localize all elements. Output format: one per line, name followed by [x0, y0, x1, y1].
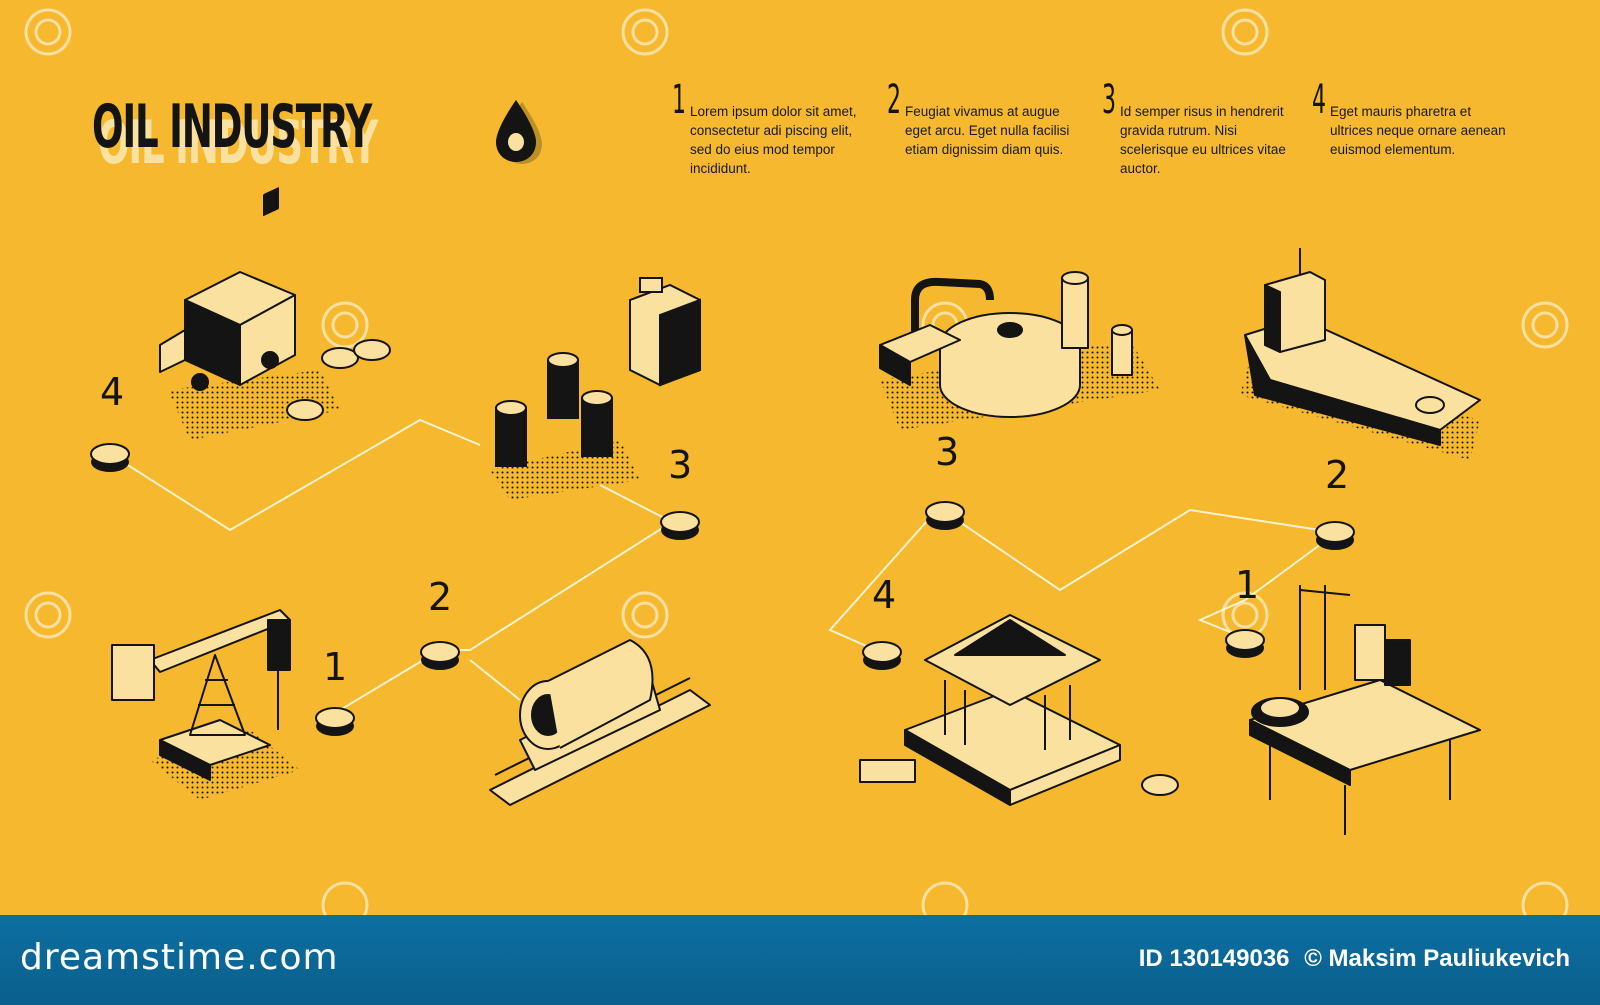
legend-step-number: 2	[887, 77, 901, 123]
left-node-1	[315, 707, 355, 736]
title-block: OIL INDUSTRY OIL INDUSTRY	[92, 92, 542, 178]
left-node-4-number: 4	[100, 370, 124, 414]
right-node-3-number: 3	[935, 430, 959, 474]
oil-drop-icon	[496, 100, 542, 164]
rail-tank-car-icon	[489, 639, 711, 806]
right-node-2-number: 2	[1325, 453, 1349, 497]
legend-step-number: 1	[672, 77, 686, 123]
offshore-platform-icon	[1249, 585, 1481, 835]
oil-refinery-icon	[879, 271, 1160, 430]
watermark-swirls	[24, 8, 1569, 915]
oil-barrels-and-canister-icon	[490, 277, 701, 500]
oil-pumpjack-icon	[111, 609, 300, 800]
right-node-4-number: 4	[872, 573, 896, 617]
right-connector-lines	[828, 508, 1341, 653]
legend-step-number: 3	[1102, 77, 1116, 123]
infographic-canvas: OIL INDUSTRY OIL INDUSTRY 1 Lorem ipsum …	[24, 8, 1569, 915]
legend-step-text: Feugiat vivamus at augue eget arcu. Eget…	[905, 104, 1070, 157]
left-node-3-number: 3	[668, 443, 692, 487]
legend-step-text: Lorem ipsum dolor sit amet, consectetur …	[690, 104, 857, 176]
legend-step-number: 4	[1312, 77, 1326, 123]
left-node-2	[420, 641, 460, 670]
right-node-2	[1315, 521, 1355, 550]
oil-tanker-ship-icon	[1240, 248, 1481, 460]
legend-step-text: Id semper risus in hendrerit gravida rut…	[1120, 104, 1286, 176]
left-node-3	[660, 511, 700, 540]
right-node-3	[925, 501, 965, 530]
left-node-1-number: 1	[323, 645, 347, 689]
cash-truck-and-coins-icon	[159, 187, 391, 440]
left-node-2-number: 2	[428, 575, 452, 619]
footer-brand[interactable]: dreamstime.com	[20, 937, 339, 978]
right-node-1-number: 1	[1235, 563, 1259, 607]
page-title: OIL INDUSTRY	[92, 92, 372, 162]
page-title-shadow: OIL INDUSTRY	[98, 108, 378, 178]
footer-credit: ID 130149036 © Maksim Pauliukevich	[1131, 945, 1570, 973]
footer-author: © Maksim Pauliukevich	[1304, 945, 1570, 972]
bank-building-icon	[859, 614, 1179, 806]
right-node-4	[862, 641, 902, 670]
flow-diagram: 1 2 3 4 1 2 3 4	[24, 8, 1569, 915]
legend-step-text: Eget mauris pharetra et ultrices neque o…	[1330, 104, 1506, 157]
right-node-1	[1225, 629, 1265, 658]
left-node-4	[90, 443, 130, 472]
footer-image-id: ID 130149036	[1138, 945, 1290, 972]
footer-bar: dreamstime.com ID 130149036 © Maksim Pau…	[0, 915, 1600, 1005]
